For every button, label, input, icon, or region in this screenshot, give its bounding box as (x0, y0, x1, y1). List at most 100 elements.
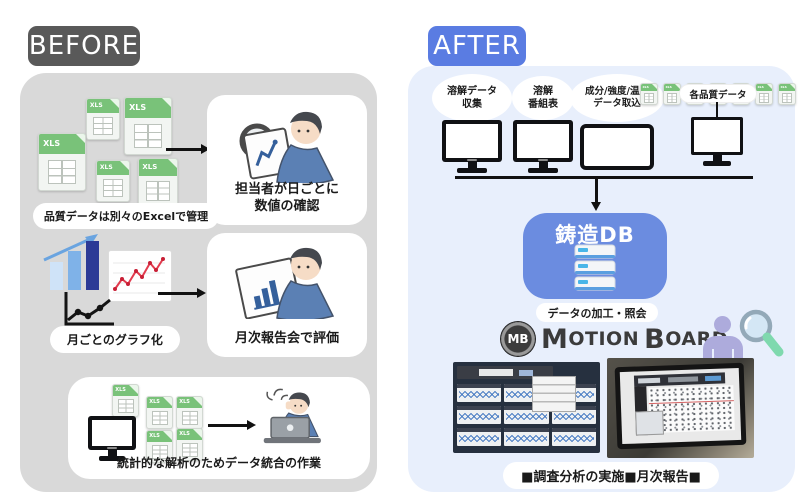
fold-corner (193, 397, 202, 406)
spreadsheet-grid-icon (151, 410, 168, 426)
xls-band: XLS (125, 98, 171, 119)
bubble-line: 成分/強度/温度 (585, 85, 649, 97)
analyst-person-body (703, 336, 743, 362)
xls-band: XLS (39, 134, 85, 155)
before-badge-label: BEFORE (28, 31, 140, 61)
xls-file-icon: XLS (146, 396, 173, 429)
xls-file-icon: XLS (96, 160, 130, 202)
database-server-icon (574, 244, 616, 291)
excel-management-label: 品質データは別々のExcelで管理 (43, 210, 209, 223)
fold-corner (76, 134, 85, 143)
report-pill-label: ■調査分析の実施■月次報告■ (521, 470, 701, 485)
bubble-line: 溶解 (533, 86, 553, 97)
dashboard-popup-menu (532, 376, 576, 412)
xls-band: XLS (756, 84, 772, 92)
xls-label: XLS (757, 85, 764, 90)
toolbar-button (519, 370, 533, 376)
logo-letters: OTION (568, 328, 640, 350)
monthly-report-caption-text: 月次報告会で評価 (234, 331, 339, 346)
xls-file-icon: XLS (176, 428, 203, 461)
mb-logo-text: MB (507, 332, 529, 346)
xls-label: XLS (129, 103, 147, 113)
monthly-report-caption: 月次報告会で評価 (207, 330, 367, 347)
arrow-right-icon (158, 288, 206, 297)
screen-header-bar (634, 372, 725, 387)
mini-line-chart (457, 384, 502, 402)
after-badge-label: AFTER (433, 31, 521, 61)
bubble-melt-schedule: 溶解 番組表 (512, 76, 574, 120)
xls-band: XLS (177, 429, 202, 441)
arrow-right-icon (208, 420, 256, 429)
analyst-person-icon (714, 316, 731, 333)
xls-file-icon: XLS (778, 83, 796, 105)
xls-file-icon: XLS (146, 430, 173, 463)
spreadsheet-grid-icon (151, 444, 168, 460)
xls-band: XLS (177, 397, 202, 409)
bar-chart-bar-light (50, 262, 63, 290)
xls-label: XLS (179, 399, 190, 406)
xls-band: XLS (113, 385, 138, 397)
spreadsheet-grid-icon (93, 117, 113, 136)
fold-corner (163, 431, 172, 440)
person-checking-values-illustration (239, 111, 335, 183)
report-pill: ■調査分析の実施■月次報告■ (503, 462, 719, 489)
xls-label: XLS (99, 164, 113, 172)
motionboard-mb-logo-icon: MB (501, 322, 535, 356)
integration-caption-text: 統計的な解析のためデータ統合の作業 (116, 456, 321, 470)
spreadsheet-grid-icon (181, 410, 198, 426)
quality-data-pill: 各品質データ (680, 85, 756, 102)
xls-label: XLS (89, 102, 103, 110)
threshold-line (649, 400, 734, 405)
bar-chart-bar-dark (86, 241, 99, 290)
mini-line-chart (551, 428, 596, 446)
fold-corner (652, 84, 657, 89)
after-badge: AFTER (428, 26, 526, 66)
bubble-melt-data-collection: 溶解データ 収集 (432, 74, 512, 122)
integration-caption: 統計的な解析のためデータ統合の作業 (68, 455, 370, 472)
xls-label: XLS (43, 139, 61, 149)
xls-band: XLS (147, 397, 172, 409)
xls-band: XLS (664, 84, 680, 92)
fold-corner (110, 99, 119, 108)
xls-band: XLS (147, 431, 172, 443)
motionboard-dashboard-photo (453, 362, 600, 453)
bubble-line: 収集 (462, 99, 482, 110)
casting-db-title: 鋳造DB (555, 223, 635, 247)
desktop-monitor-icon (88, 416, 136, 461)
screen-popup (635, 410, 665, 436)
xls-band: XLS (779, 84, 795, 92)
logo-letter: B (644, 323, 666, 355)
xls-label: XLS (115, 387, 126, 394)
magnifying-glass-icon (739, 309, 784, 357)
casting-db-box: 鋳造DB (523, 213, 667, 299)
tablet-display-icon (580, 124, 654, 170)
mini-line-chart (504, 428, 549, 446)
spreadsheet-grid-icon (103, 179, 123, 198)
fold-corner (129, 385, 138, 394)
monitor-screen (691, 117, 743, 155)
bubble-line: データ取込 (593, 98, 641, 109)
photographed-monitor (614, 362, 747, 450)
fold-corner (168, 159, 177, 168)
xls-file-icon: XLS (176, 396, 203, 429)
xls-file-icon: XLS (640, 83, 658, 105)
daily-check-card: 担当者が日ごとに 数値の確認 (207, 95, 367, 225)
xls-band: XLS (641, 84, 657, 92)
mini-line-chart (457, 406, 502, 424)
xls-label: XLS (665, 85, 672, 90)
network-bus-line (455, 176, 753, 179)
fold-corner (675, 84, 680, 89)
spreadsheet-grid-icon (643, 92, 655, 103)
desktop-monitor-icon (513, 120, 573, 173)
logo-letter: M (541, 323, 569, 355)
arrow-right-icon (166, 144, 210, 153)
fold-corner (790, 84, 795, 89)
bubble-line: 番組表 (528, 99, 558, 110)
spreadsheet-grid-icon (146, 180, 170, 202)
spreadsheet-grid-icon (758, 92, 770, 103)
xls-label: XLS (642, 85, 649, 90)
spreadsheet-grid-icon (134, 123, 162, 149)
db-caption-label: データの加工・照会 (547, 306, 647, 320)
